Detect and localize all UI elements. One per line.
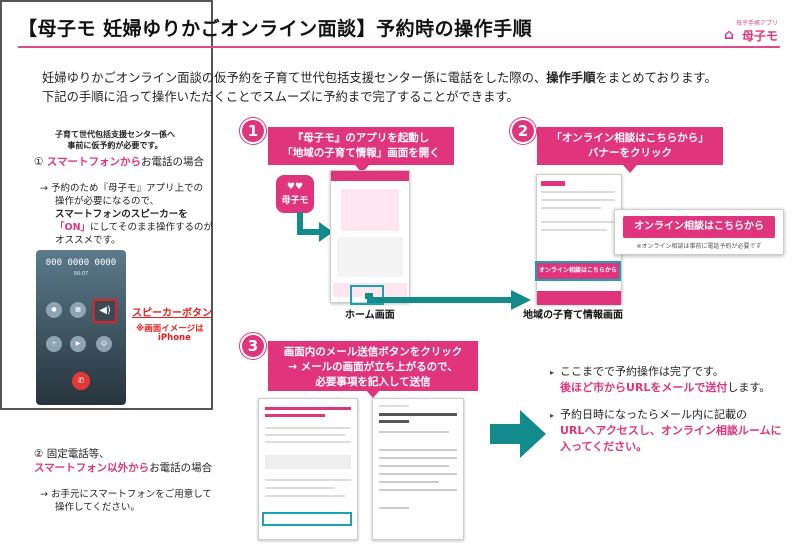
case1-highlight-1: スマートフォンのスピーカーを [55,209,188,220]
arrow-down-right-icon [297,212,333,242]
mail-button-screen-mock [258,398,358,540]
facetime-icon: ▶ [70,336,86,352]
note-2-line-3: 入ってください。 [560,440,648,453]
mail-compose-screen-mock [372,398,464,540]
brand-logo: 母子手帳アプリ ⌂ 母子モ [724,18,786,44]
step-1-number: 1 [240,118,266,144]
step-2-label: 「オンライン相談はこちらから」バナーをクリック [537,127,723,165]
online-consultation-banner[interactable]: オンライン相談はこちらから [623,216,775,238]
logo-text: 母子モ [742,29,779,43]
banner-highlight[interactable]: オンライン相談はこちらから [535,261,621,281]
speaker-icon[interactable]: ◀) [93,299,117,323]
page-title: 【母子モ 妊婦ゆりかごオンライン面談】予約時の操作手順 [18,18,533,40]
note-1-line-2: 後ほど市からURLをメールで送付します。 [560,381,771,394]
mute-icon: ● [46,302,62,318]
step-2-pointer [623,165,637,173]
note-2-line-2: URLへアクセスし、オンライン相談ルームに [560,424,782,437]
note-1-bullet: ▸ [550,368,555,377]
home-screen-mock [330,170,410,303]
case2-text-2: 操作してください。 [55,502,140,513]
title-divider [18,46,780,48]
step-3-pointer [366,390,380,398]
case1-text-2: 操作が必要になるので、 [55,196,160,207]
screen-image-note: ※画面イメージは [136,324,204,334]
note-2-line-1: 予約日時になったらメール内に記載の [560,408,747,421]
panel-heading: 子育て世代包括支援センター係へ 事前に仮予約が必要です。 [40,129,190,151]
case2-text-1: → お手元にスマートフォンをご用意して [40,489,212,500]
keypad-icon: ▦ [70,302,86,318]
case-smartphone-heading: ① スマートフォンからお電話の場合 [34,156,204,168]
home-screen-caption: ホーム画面 [345,310,395,321]
case1-text-4: オススメです。 [55,235,121,246]
note-1-line-1: ここまでで予約操作は完了です。 [560,365,724,378]
add-call-icon: + [46,336,62,352]
logo-icon: ⌂ [724,27,735,43]
case1-text-1: → 予約のため『母子モ』アプリ上での [40,183,203,194]
local-info-tab-highlight[interactable] [350,285,384,305]
step-3-label: 画面内のメール送信ボタンをクリック→ メールの画面が立ち上がるので、必要事項を記… [268,341,478,391]
banner-note: ※オンライン相談は事前に電話予約が必要です [636,243,762,250]
screen-image-note-device: iPhone [158,333,191,343]
boshimo-app-icon[interactable]: ♥♥母子モ [276,175,314,213]
case-landline-heading-2: スマートフォン以外からお電話の場合 [34,462,213,474]
contacts-icon: ☺ [96,336,112,352]
case-landline-heading: ② 固定電話等、 [34,448,110,460]
mail-send-button-highlight[interactable] [262,512,352,526]
step-1-label: 『母子モ』のアプリを起動し「地域の子育て情報」画面を開く [268,127,454,165]
local-info-caption: 地域の子育て情報画面 [523,310,623,321]
call-timer: 00:07 [73,271,89,277]
local-info-screen-mock [536,174,622,305]
arrow-right-icon [365,290,531,310]
step-1-pointer [355,165,369,173]
intro-line-1: 妊婦ゆりかごオンライン面談の仮予約を子育て世代包括支援センター係に電話をした際の… [42,71,717,85]
case1-text-3: 「ON」にしてそのまま操作するのが [55,222,213,233]
step-3-number: 3 [240,333,266,359]
speaker-button-label: スピーカーボタン [132,308,212,319]
phone-call-screen: 000 0000 0000 00:07 ● ▦ ◀) + ▶ ☺ ✆ [36,250,126,405]
intro-line-2: 下記の手順に沿って操作いただくことでスムーズに予約まで完了することができます。 [42,90,519,104]
online-consultation-banner-callout: オンライン相談はこちらから ※オンライン相談は事前に電話予約が必要です [614,209,784,255]
note-2-bullet: ▸ [550,411,555,420]
phone-end-icon[interactable]: ✆ [72,372,90,390]
phone-number: 000 0000 0000 [45,258,117,268]
step-2-number: 2 [510,118,536,144]
logo-caption: 母子手帳アプリ [736,20,779,27]
arrow-right-big-icon [490,410,546,458]
